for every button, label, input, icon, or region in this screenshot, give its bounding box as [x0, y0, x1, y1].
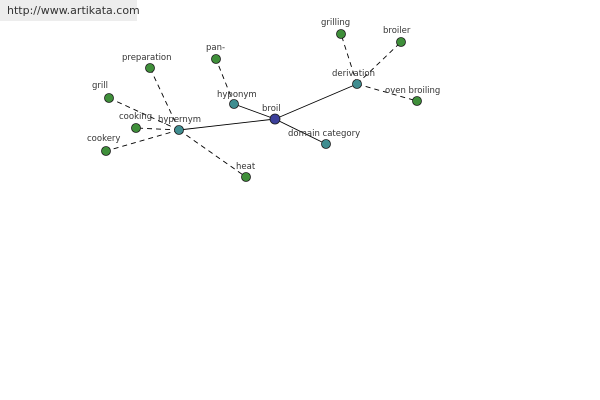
- node-marker-broiler[interactable]: [396, 37, 406, 47]
- edge-hypernym-heat: [178, 129, 247, 178]
- node-grilling[interactable]: grilling: [321, 18, 350, 39]
- node-marker-pan[interactable]: [211, 54, 221, 64]
- node-domain-category[interactable]: domain category: [288, 129, 360, 149]
- node-marker-cooking[interactable]: [131, 123, 141, 133]
- node-broiler[interactable]: broiler: [383, 26, 411, 47]
- edge-derivation-broiler: [356, 41, 402, 85]
- node-marker-grilling[interactable]: [336, 29, 346, 39]
- node-derivation[interactable]: derivation: [332, 69, 375, 89]
- node-label-hypernym: hypernym: [158, 115, 201, 125]
- node-cooking[interactable]: cooking: [119, 112, 152, 133]
- node-label-cookery: cookery: [87, 134, 120, 144]
- node-broil[interactable]: broil: [262, 104, 281, 125]
- node-label-pan: pan-: [206, 43, 225, 53]
- node-marker-hyponym[interactable]: [229, 99, 239, 109]
- edge-hypernym-grill: [108, 97, 180, 131]
- edge-hyponym-pan: [215, 58, 235, 105]
- node-marker-oven-broiling[interactable]: [412, 96, 422, 106]
- node-label-hyponym: hyponym: [217, 90, 257, 100]
- nodes-layer: broil hypernym hyponym derivation domain cat…: [87, 18, 440, 182]
- node-marker-domain-category[interactable]: [321, 139, 331, 149]
- edge-hypernym-cookery: [105, 129, 180, 152]
- edge-derivation-oven-broiling: [356, 83, 418, 102]
- node-label-domain-category: domain category: [288, 129, 360, 139]
- edge-broil-derivation: [274, 83, 358, 120]
- watermark-banner: http://www.artikata.com: [0, 0, 140, 21]
- node-pan[interactable]: pan-: [206, 43, 225, 64]
- node-marker-hypernym[interactable]: [174, 125, 184, 135]
- node-hypernym[interactable]: hypernym: [158, 115, 201, 135]
- node-oven-broiling[interactable]: oven broiling: [385, 86, 440, 106]
- node-cookery[interactable]: cookery: [87, 134, 120, 156]
- node-marker-heat[interactable]: [241, 172, 251, 182]
- node-label-broil: broil: [262, 104, 281, 114]
- node-hyponym[interactable]: hyponym: [217, 90, 257, 109]
- node-marker-grill[interactable]: [104, 93, 114, 103]
- watermark-url: http://www.artikata.com: [7, 4, 140, 17]
- node-label-broiler: broiler: [383, 26, 411, 36]
- edge-broil-domain-category: [274, 118, 327, 145]
- node-grill[interactable]: grill: [92, 81, 114, 103]
- node-marker-preparation[interactable]: [145, 63, 155, 73]
- edges-layer: [105, 33, 418, 178]
- node-preparation[interactable]: preparation: [122, 53, 172, 73]
- edge-hypernym-cooking: [135, 127, 180, 131]
- edge-broil-hyponym: [233, 103, 276, 120]
- node-label-preparation: preparation: [122, 53, 172, 63]
- node-marker-cookery[interactable]: [101, 146, 111, 156]
- edge-broil-hypernym: [178, 118, 276, 131]
- node-marker-derivation[interactable]: [352, 79, 362, 89]
- node-label-heat: heat: [236, 162, 256, 172]
- node-label-cooking: cooking: [119, 112, 152, 122]
- node-label-oven-broiling: oven broiling: [385, 86, 440, 96]
- edge-hypernym-preparation: [149, 67, 180, 131]
- node-label-derivation: derivation: [332, 69, 375, 79]
- node-heat[interactable]: heat: [236, 162, 256, 182]
- node-label-grilling: grilling: [321, 18, 350, 28]
- node-label-grill: grill: [92, 81, 108, 91]
- node-marker-broil[interactable]: [269, 113, 281, 125]
